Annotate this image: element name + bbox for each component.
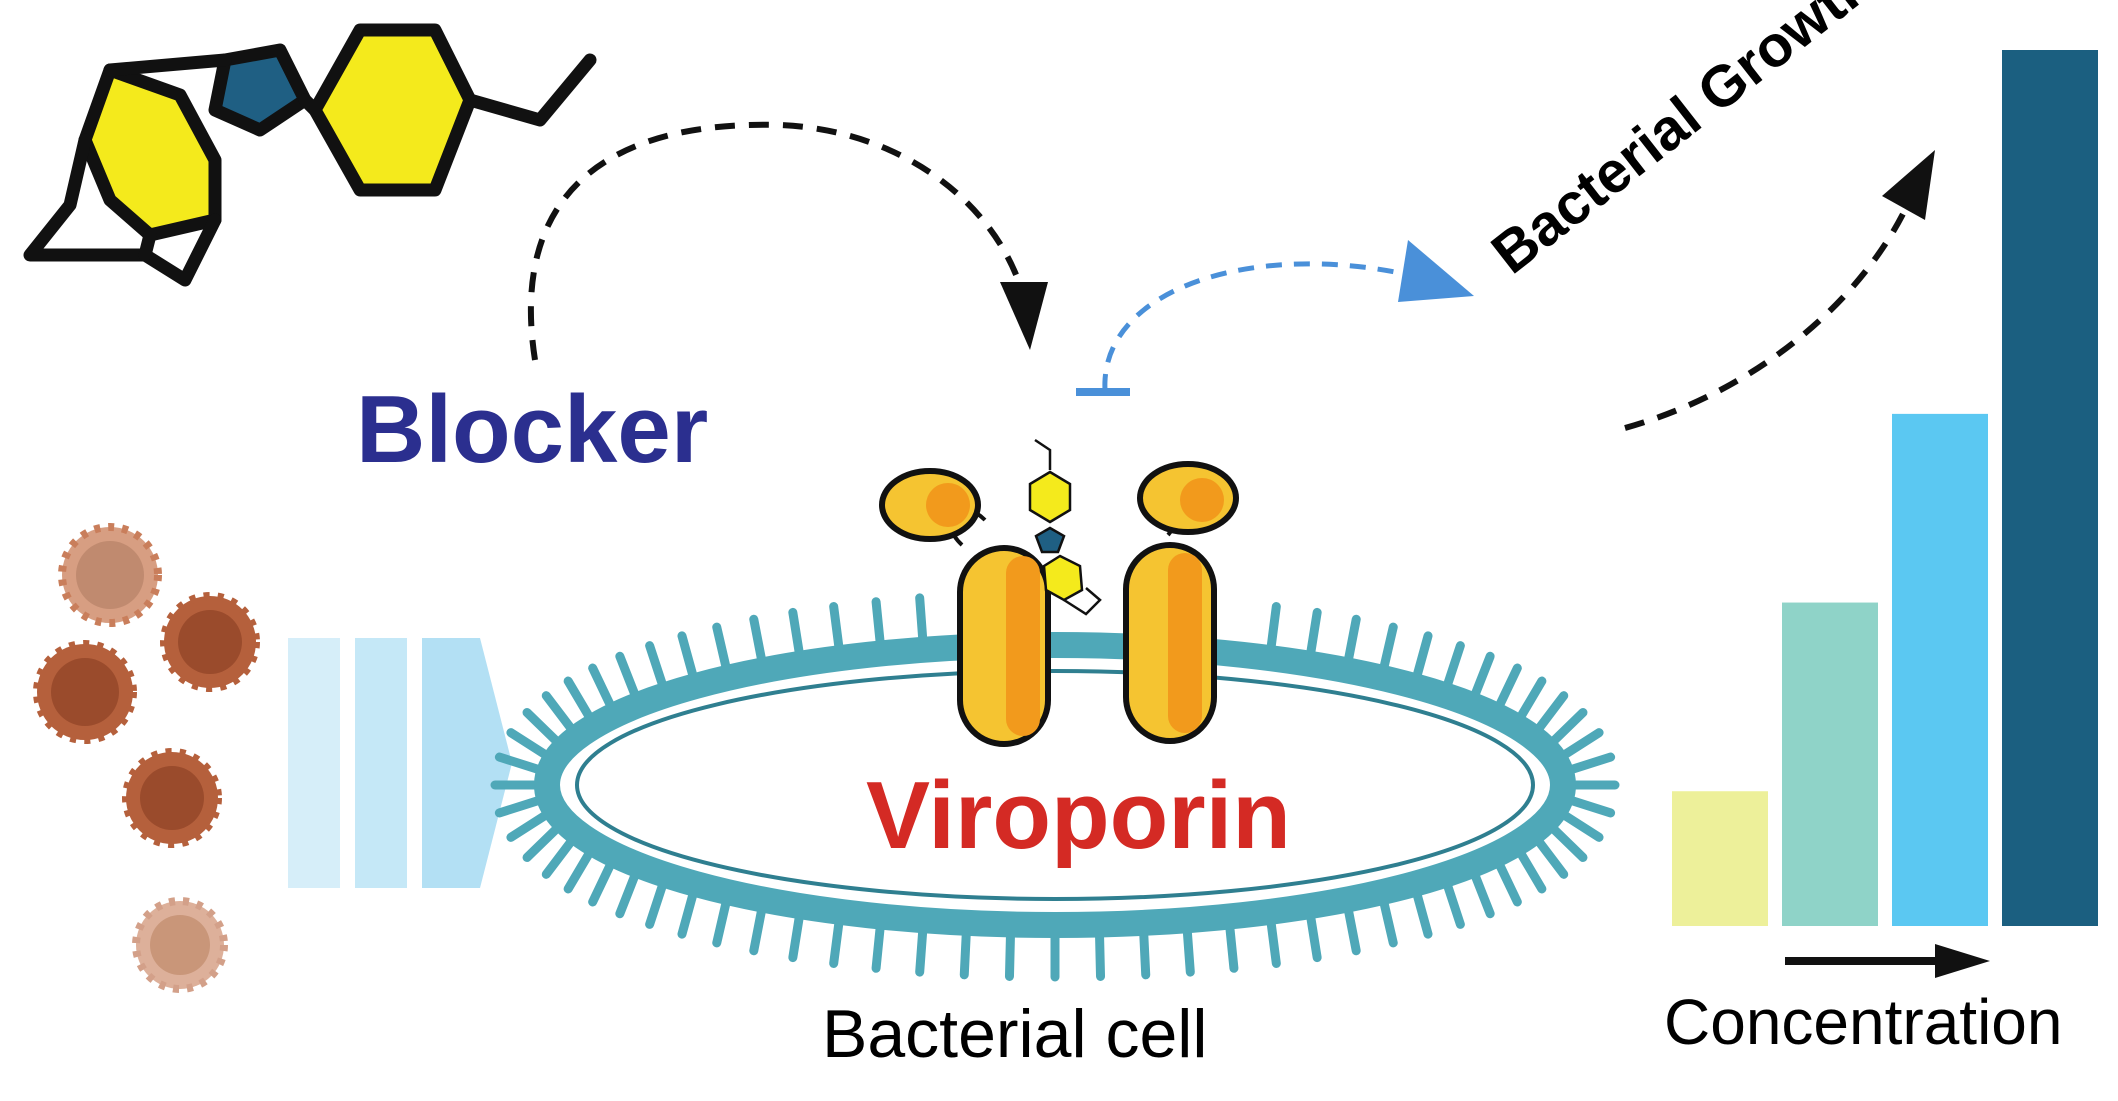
virus-icon bbox=[132, 897, 228, 993]
molecule-cage bbox=[23, 133, 222, 287]
blocker-to-channel-arrow bbox=[528, 121, 1023, 361]
growth-arrow bbox=[1624, 208, 1908, 431]
virus-icon bbox=[122, 748, 222, 848]
arrowhead-right-icon bbox=[1935, 944, 1990, 978]
molecule-tail bbox=[463, 53, 597, 127]
inhibition-arrow bbox=[1102, 261, 1411, 391]
arrowhead-up-icon bbox=[1882, 150, 1935, 220]
viroporin-channel bbox=[879, 461, 1239, 747]
cell-membrane bbox=[534, 632, 1576, 938]
blocker-in-channel bbox=[1028, 438, 1102, 616]
bacterial-cell-label: Bacterial cell bbox=[822, 996, 1208, 1072]
virus-icon bbox=[160, 592, 260, 692]
bar-3 bbox=[1892, 413, 1988, 926]
virus-icon bbox=[58, 523, 162, 627]
x-axis-label: Concentration bbox=[1664, 986, 2063, 1058]
chevron-arrow bbox=[288, 638, 512, 888]
arrowhead-down-icon bbox=[1000, 282, 1048, 350]
bacterial-cell bbox=[490, 593, 1620, 982]
bar-2 bbox=[1782, 602, 1878, 926]
molecule-ring-left bbox=[78, 63, 222, 242]
molecule-ring-right bbox=[308, 23, 477, 197]
growth-bar-chart bbox=[1672, 50, 2098, 926]
blocker-molecule bbox=[23, 23, 597, 287]
virus-group bbox=[33, 523, 260, 993]
viroporin-label: Viroporin bbox=[866, 762, 1291, 869]
blocker-label: Blocker bbox=[356, 376, 709, 483]
bar-1 bbox=[1672, 791, 1768, 926]
molecule-ring-pentagon bbox=[208, 43, 312, 137]
virus-icon bbox=[33, 640, 137, 744]
arrowhead-blue-icon bbox=[1398, 240, 1474, 302]
bar-4 bbox=[2002, 50, 2098, 926]
